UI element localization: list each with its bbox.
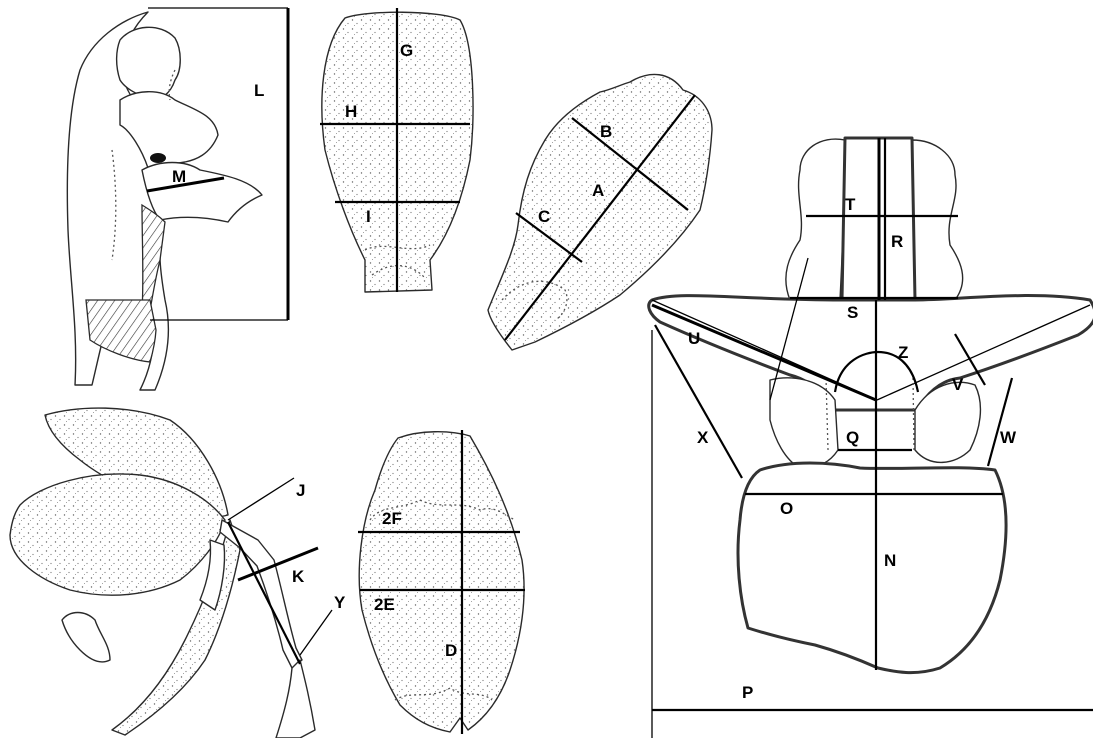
label-X: X bbox=[697, 428, 709, 447]
label-S: S bbox=[847, 303, 858, 322]
lip-spread: T R S U Z V X Q W O N P bbox=[649, 138, 1093, 738]
label-R: R bbox=[891, 232, 903, 251]
label-O: O bbox=[780, 499, 793, 518]
column-lateral-view: L M bbox=[67, 8, 288, 390]
label-U: U bbox=[688, 329, 700, 348]
label-M: M bbox=[172, 167, 186, 186]
label-B: B bbox=[600, 122, 612, 141]
label-N: N bbox=[884, 551, 896, 570]
label-2F: 2F bbox=[382, 509, 402, 528]
label-I: I bbox=[366, 207, 371, 226]
label-H: H bbox=[345, 102, 357, 121]
label-2E: 2E bbox=[374, 595, 395, 614]
label-Z: Z bbox=[898, 343, 908, 362]
petal: 2F 2E D bbox=[358, 430, 525, 734]
label-T: T bbox=[845, 195, 856, 214]
label-G: G bbox=[400, 41, 413, 60]
label-A: A bbox=[592, 181, 604, 200]
label-Q: Q bbox=[846, 428, 859, 447]
label-L: L bbox=[254, 81, 264, 100]
dorsal-sepal: G H I bbox=[320, 8, 473, 292]
label-K: K bbox=[292, 567, 305, 586]
label-J: J bbox=[296, 481, 305, 500]
label-V: V bbox=[952, 375, 964, 394]
flower-lateral-view: J K Y bbox=[10, 408, 346, 738]
label-P: P bbox=[742, 683, 753, 702]
label-D: D bbox=[445, 641, 457, 660]
label-Y: Y bbox=[334, 593, 346, 612]
label-W: W bbox=[1000, 428, 1017, 447]
label-C: C bbox=[538, 207, 550, 226]
